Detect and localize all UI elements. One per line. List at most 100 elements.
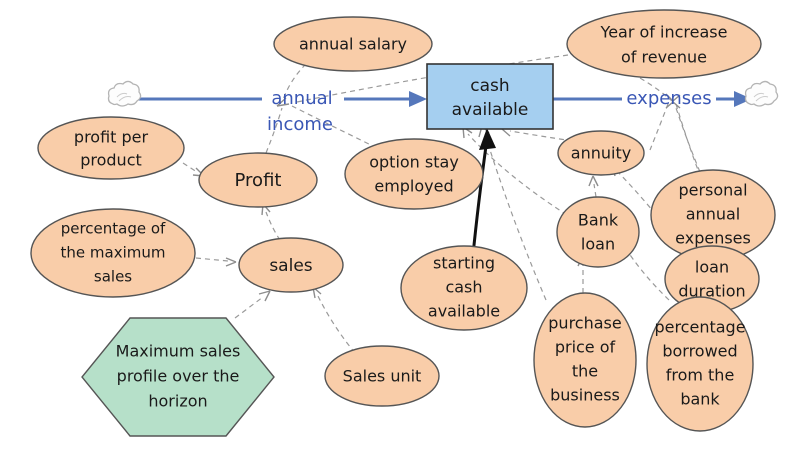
ellipse-shape[interactable] [344,138,484,210]
dep-link-annuity-to-cash-available [509,130,574,142]
node-label-line: sales [94,268,132,286]
node-label-line: sales [269,256,312,276]
dep-link-expenses-junction-a [649,103,669,151]
node-percentage-of-the-maximum-sales[interactable]: percentage of the maximum sales [30,208,196,298]
dep-link-option-stay-employed-to-annual-income [291,105,378,149]
node-maximum-sales-profile-over-the-horizon[interactable]: Maximum sales profile over the horizon [81,317,275,437]
flow-label-line: income [267,114,333,135]
hexagon-shape[interactable] [81,317,275,437]
node-sales-unit[interactable]: Sales unit [324,345,440,407]
stock-label-line: available [452,100,529,120]
node-label-line: annuity [571,144,631,163]
node-personal-annual-expenses[interactable]: personal annual expenses [650,169,776,261]
node-label-line: product [80,151,142,170]
ellipse-shape[interactable] [198,152,318,208]
node-label-line: borrowed [662,342,737,361]
flow-label-line: annual [271,88,332,109]
node-label-line: starting [433,254,495,273]
stock-label-line: cash [470,76,509,96]
dep-arrowhead-max-sales-profile [258,290,271,302]
ellipse-shape[interactable] [557,130,645,176]
node-option-stay-employed[interactable]: option stay employed [344,138,484,210]
node-label-line: from the [666,366,735,385]
flow-arrowhead-expenses [734,91,752,107]
dep-link-sales-to-profit [265,211,281,241]
node-label-line: personal [678,181,747,200]
node-label-line: bank [680,390,720,409]
cloud-sink-detail [753,92,769,102]
node-label-line: Maximum sales [116,342,241,361]
hard-links-layer [471,128,496,256]
dep-link-expenses-junction-b [675,103,701,176]
node-label-line: Year of increase [600,23,728,42]
ellipse-shape[interactable] [566,9,762,79]
ellipse-shape[interactable] [533,292,637,428]
node-label-line: Profit [235,170,282,191]
dep-link-year-revenue-to-expenses [639,77,673,102]
flow-label-expenses: expenses [626,88,711,109]
dep-link-profit-to-annual-income [265,107,283,154]
node-label-line: annual [686,205,740,224]
flow-label-line: expenses [626,88,711,109]
node-cash-available-stock[interactable]: cash available [426,63,554,130]
node-year-of-increase-of-revenue[interactable]: Year of increase of revenue [566,9,762,79]
dep-arrowhead-pct-max-sales [225,257,237,267]
dep-arrowhead-expenses-junction [665,93,681,109]
node-label-line: profit per [74,128,149,147]
node-label-line: loan [581,235,615,254]
node-label-line: purchase [548,314,621,333]
node-profit-per-product[interactable]: profit per product [37,116,185,180]
node-label-line: duration [678,282,745,301]
node-label-line: Bank [578,211,619,230]
node-percentage-borrowed-from-the-bank[interactable]: percentage borrowed from the bank [646,296,754,432]
ellipse-shape[interactable] [30,208,196,298]
node-label-line: of revenue [621,48,707,67]
node-sales[interactable]: sales [238,237,344,293]
ellipse-shape[interactable] [324,345,440,407]
node-annuity[interactable]: annuity [557,130,645,176]
ellipse-shape[interactable] [273,16,433,72]
node-label-line: business [550,386,620,405]
stock-rect-shape[interactable] [426,63,554,130]
node-label-line: the [572,362,598,381]
node-loan-duration[interactable]: loan duration [664,245,760,313]
dep-link-sales-unit-to-sales [316,293,356,354]
dep-link-bank-loan-to-annuity [593,183,597,198]
cloud-left [107,80,142,107]
node-bank-loan[interactable]: Bank loan [556,196,640,268]
dep-arrowhead-annual-salary [276,97,290,107]
flow-arrowhead-annual-income [409,91,427,107]
node-starting-cash-available[interactable]: starting cash available [400,245,528,331]
ellipse-shape[interactable] [556,196,640,268]
dep-link-personal-annual-expenses-to-expenses [674,104,701,173]
hard-arrowhead-starting-cash [479,128,496,150]
node-label-line: price of [555,338,616,357]
node-label-line: the maximum [61,244,166,262]
ellipse-shape[interactable] [400,245,528,331]
node-label-line: employed [374,177,453,196]
node-annual-salary[interactable]: annual salary [273,16,433,72]
cloud-source-detail [116,92,132,102]
dep-link-max-sales-profile-to-sales [234,296,264,319]
dep-link-pct-max-sales-to-sales [195,257,229,262]
ellipse-shape[interactable] [238,237,344,293]
dep-link-profit-per-product-to-profit [182,162,198,173]
node-profit[interactable]: Profit [198,152,318,208]
node-label-line: expenses [675,229,751,248]
flow-label-annual-income: annual income [267,88,333,135]
flows-layer [138,91,752,107]
node-label-line: available [428,302,500,321]
node-label-line: cash [445,278,482,297]
ellipse-shape[interactable] [37,116,185,180]
node-label-line: percentage of [61,220,166,238]
cloud-right [744,80,779,107]
node-label-line: percentage [654,318,745,337]
dep-link-annual-salary-to-annual-income [282,63,307,101]
ellipse-shape[interactable] [646,296,754,432]
hard-link-starting-cash-to-cash-available [471,145,488,256]
node-label-line: option stay [369,153,459,172]
dep-arrowhead-bank-loan-to-annuity [588,175,599,187]
node-purchase-price-of-the-business[interactable]: purchase price of the business [533,292,637,428]
